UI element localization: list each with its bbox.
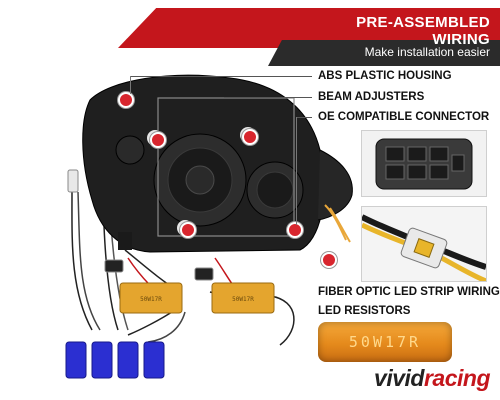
- resistor-marking: 50W17R: [348, 333, 422, 351]
- subheader-banner: [268, 40, 500, 66]
- fiber-optic-plug-inset-photo: [361, 206, 487, 282]
- banner-subtitle: Make installation easier: [364, 45, 490, 59]
- adjuster-marker-3: [180, 222, 196, 238]
- banner-title: PRE-ASSEMBLED WIRING: [356, 14, 490, 48]
- headlight-housing: [82, 74, 353, 253]
- svg-text:50W17R: 50W17R: [140, 296, 162, 303]
- fiber-optic-marker: [321, 252, 337, 268]
- feature-label-adjusters: BEAM ADJUSTERS: [318, 91, 425, 103]
- oe-connector-icon: [362, 131, 486, 196]
- leader-housing: [130, 76, 312, 77]
- svg-text:50W17R: 50W17R: [232, 296, 254, 303]
- leader-housing-drop: [130, 76, 131, 94]
- feature-label-fiber-optic: FIBER OPTIC LED STRIP WIRING: [318, 286, 500, 298]
- feature-label-housing: ABS PLASTIC HOUSING: [318, 70, 452, 82]
- feature-label-connector: OE COMPATIBLE CONNECTOR: [318, 111, 490, 123]
- resistor-closeup: 50W17R: [318, 322, 452, 362]
- brand-logo-part2: racing: [423, 365, 491, 391]
- brand-logo: vividracing: [374, 365, 490, 392]
- connector-marker: [287, 222, 303, 238]
- resistor-bodies: 50W17R 50W17R: [119, 282, 275, 314]
- connector-inset-photo: [361, 130, 487, 197]
- leader-adjusters: [224, 97, 312, 98]
- leader-connector: [296, 117, 312, 118]
- leader-connector-drop: [296, 117, 297, 225]
- housing-marker: [118, 92, 134, 108]
- splice-clips: [65, 341, 165, 379]
- adjuster-marker-2: [242, 129, 258, 145]
- feature-label-resistors: LED RESISTORS: [318, 305, 411, 317]
- brand-logo-part1: vivid: [374, 365, 424, 391]
- led-plug-icon: [362, 207, 486, 281]
- adjuster-marker-1: [150, 132, 166, 148]
